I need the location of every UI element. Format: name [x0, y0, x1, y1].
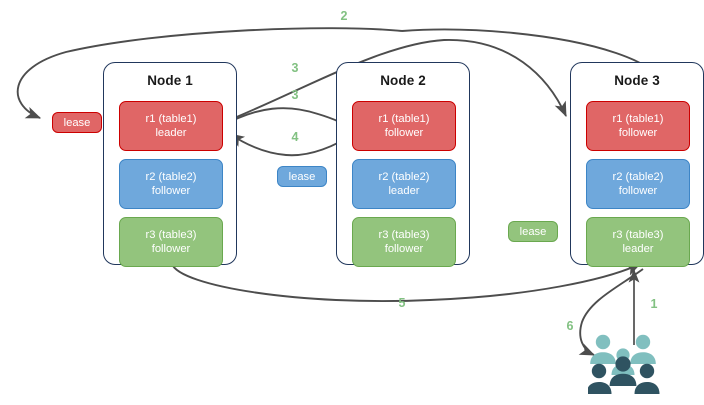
node-2-replica-r3-role: follower — [384, 243, 424, 255]
node-1-replica-r3-role: follower — [151, 243, 191, 255]
node-1-replica-r1-name: r1 (table1) — [145, 113, 197, 125]
step-label-5: 5 — [398, 296, 406, 310]
node-1-title: Node 1 — [147, 73, 193, 88]
node-1-replica-r1-role: leader — [155, 127, 187, 139]
lease-chip-r2[interactable]: lease — [277, 166, 327, 187]
node-2-replica-r2-role: leader — [388, 185, 420, 197]
step-label-1: 1 — [650, 297, 658, 311]
node-3-replica-r3-role: leader — [622, 243, 654, 255]
step-label-3a: 3 — [291, 61, 299, 75]
node-1-replica-r2[interactable]: r2 (table2) follower — [119, 159, 223, 209]
step-label-4: 4 — [291, 130, 299, 144]
node-1-replica-r2-role: follower — [151, 185, 191, 197]
node-2-replica-r1[interactable]: r1 (table1) follower — [352, 101, 456, 151]
node-3-replica-r3[interactable]: r3 (table3) leader — [586, 217, 690, 267]
node-2-replica-r1-name: r1 (table1) — [378, 113, 430, 125]
node-2-replica-r1-role: follower — [384, 127, 424, 139]
lease-chip-r1[interactable]: lease — [52, 112, 102, 133]
lease-chip-r3[interactable]: lease — [508, 221, 558, 242]
node-1-replica-r3[interactable]: r3 (table3) follower — [119, 217, 223, 267]
users-group-icon — [588, 334, 660, 394]
node-3-replica-r2[interactable]: r2 (table2) follower — [586, 159, 690, 209]
step-label-3b: 3 — [291, 88, 299, 102]
node-3-replica-r1-role: follower — [618, 127, 658, 139]
node-2-replica-r3-name: r3 (table3) — [378, 229, 430, 241]
node-2-replica-r3[interactable]: r3 (table3) follower — [352, 217, 456, 267]
step-label-6: 6 — [566, 319, 574, 333]
node-3-replica-r1-name: r1 (table1) — [612, 113, 664, 125]
node-3-title: Node 3 — [614, 73, 660, 88]
node-1-replica-r1[interactable]: r1 (table1) leader — [119, 101, 223, 151]
node-3-replica-r3-name: r3 (table3) — [612, 229, 664, 241]
node-3-replica-r2-role: follower — [618, 185, 658, 197]
node-3-replica-r1[interactable]: r1 (table1) follower — [586, 101, 690, 151]
node-2-replica-r2[interactable]: r2 (table2) leader — [352, 159, 456, 209]
node-1-replica-r2-name: r2 (table2) — [145, 171, 197, 183]
node-2-replica-r2-name: r2 (table2) — [378, 171, 430, 183]
step-label-2: 2 — [340, 9, 348, 23]
node-3-container[interactable]: Node 3 r1 (table1) follower r2 (table2) … — [570, 62, 704, 267]
node-2-title: Node 2 — [380, 73, 426, 88]
node-2-container[interactable]: Node 2 r1 (table1) follower r2 (table2) … — [336, 62, 470, 267]
node-1-container[interactable]: Node 1 r1 (table1) leader r2 (table2) fo… — [103, 62, 237, 267]
node-1-replica-r3-name: r3 (table3) — [145, 229, 197, 241]
node-3-replica-r2-name: r2 (table2) — [612, 171, 664, 183]
